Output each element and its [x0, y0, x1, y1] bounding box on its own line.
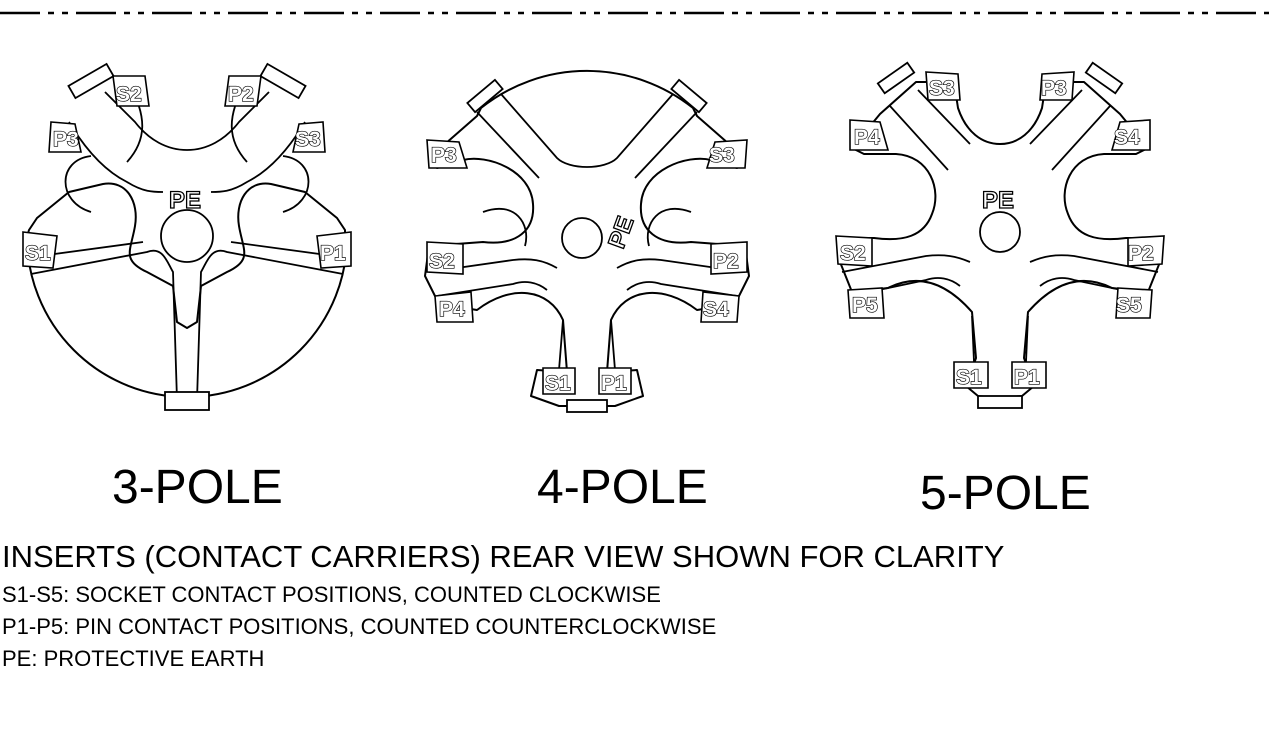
contact-label-s2: S2: [116, 83, 142, 106]
pe-label: PE: [169, 187, 201, 214]
contact-label-p1: P1: [601, 372, 627, 395]
contact-label-p3: P3: [431, 144, 457, 167]
coding-key: [164, 391, 210, 411]
notes-heading: INSERTS (CONTACT CARRIERS) REAR VIEW SHO…: [2, 539, 1005, 574]
note-line-sockets: S1-S5: SOCKET CONTACT POSITIONS, COUNTED…: [2, 582, 661, 607]
contact-label-s3: S3: [929, 77, 955, 100]
pole-label-5: 5-POLE: [920, 467, 1091, 520]
contact-label-p3: P3: [53, 128, 79, 151]
contact-label-p2: P2: [713, 250, 739, 273]
pe-contact-hole: [979, 211, 1021, 253]
contact-label-s2: S2: [840, 242, 866, 265]
contact-label-p1: P1: [1014, 366, 1040, 389]
notes-block: INSERTS (CONTACT CARRIERS) REAR VIEW SHO…: [2, 535, 1004, 675]
pole-label-3: 3-POLE: [112, 461, 283, 514]
contact-label-s1: S1: [545, 372, 571, 395]
contact-label-p1: P1: [320, 242, 346, 265]
insert-5-pole: S3 P3 P4 S4 S2 P2 P5 S5 S1 P1 PE: [835, 61, 1165, 409]
contact-label-p2: P2: [228, 83, 254, 106]
coding-key: [977, 395, 1023, 409]
pe-label: PE: [603, 213, 639, 252]
insert-4-pole: P3 S3 S2 P2 P4 S4 S1 P1 PE: [424, 69, 750, 413]
contact-label-s1: S1: [956, 366, 982, 389]
pe-contact-hole: [160, 209, 214, 263]
contact-label-p2: P2: [1128, 242, 1154, 265]
contact-label-p4: P4: [439, 298, 465, 321]
pe-contact-hole: [561, 217, 603, 259]
contact-label-s3: S3: [709, 144, 735, 167]
insert-3-pole: S2 P2 P3 S3 S1 P1 PE: [22, 62, 352, 411]
pole-label-4: 4-POLE: [537, 461, 708, 514]
pe-label: PE: [982, 187, 1014, 214]
note-line-pins: P1-P5: PIN CONTACT POSITIONS, COUNTED CO…: [2, 614, 717, 639]
note-line-pe: PE: PROTECTIVE EARTH: [2, 646, 265, 671]
contact-label-p3: P3: [1041, 77, 1067, 100]
contact-label-s2: S2: [429, 250, 455, 273]
contact-label-s1: S1: [25, 242, 51, 265]
coding-key: [566, 399, 608, 413]
contact-label-p4: P4: [854, 126, 880, 149]
contact-label-s4: S4: [703, 298, 729, 321]
contact-label-s4: S4: [1114, 126, 1140, 149]
contact-label-s3: S3: [295, 128, 321, 151]
contact-label-s5: S5: [1116, 294, 1142, 317]
contact-label-p5: P5: [852, 294, 878, 317]
